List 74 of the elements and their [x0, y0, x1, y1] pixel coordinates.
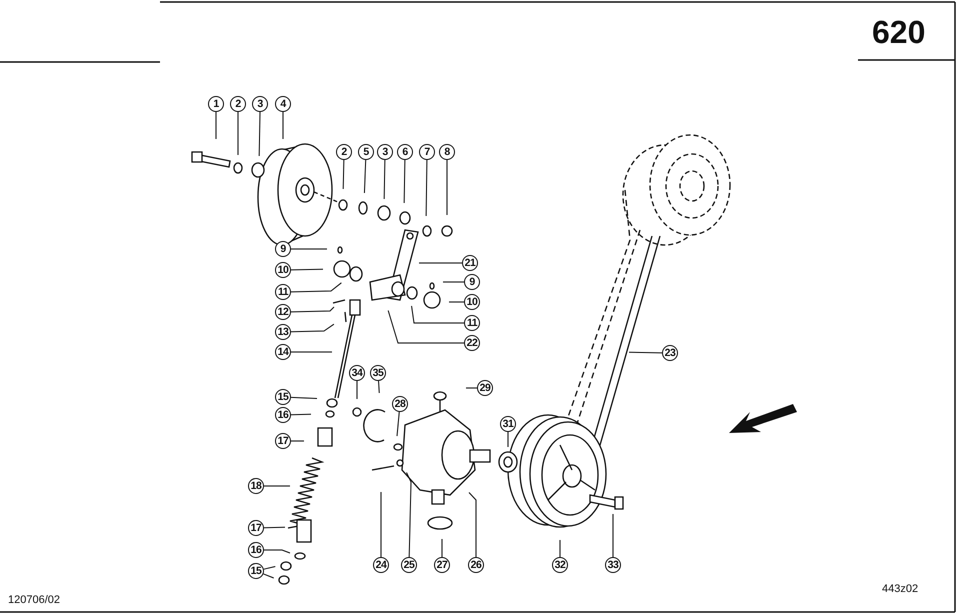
- callout-number: 14: [275, 344, 291, 360]
- leader-line: [426, 160, 428, 216]
- leader-line: [290, 248, 328, 250]
- leader-line: [384, 160, 386, 200]
- callout-number: 26: [468, 557, 484, 573]
- leader-line: [290, 268, 324, 270]
- leader-line: [264, 550, 290, 554]
- callout-number: 11: [464, 315, 480, 331]
- leader-line: [364, 160, 366, 194]
- drawing-code: 120706/02: [8, 594, 60, 606]
- leader-line: [411, 305, 464, 324]
- leader-line: [262, 573, 274, 578]
- callout-number: 15: [248, 563, 264, 579]
- callout-number: 35: [370, 365, 386, 381]
- callout-number: 2: [336, 144, 352, 160]
- leader-line: [378, 380, 380, 394]
- callout-number: 3: [252, 96, 268, 112]
- callout-number: 10: [464, 294, 480, 310]
- leader-line: [356, 380, 358, 400]
- callout-number: 22: [464, 335, 480, 351]
- callout-number: 6: [397, 144, 413, 160]
- callout-number: 23: [662, 345, 678, 361]
- callout-number: 4: [275, 96, 291, 112]
- leader-line: [263, 566, 276, 570]
- leader-line: [282, 112, 284, 140]
- leader-line: [612, 514, 614, 558]
- callout-number: 8: [439, 144, 455, 160]
- callout-number: 15: [275, 389, 291, 405]
- callout-number: 9: [275, 241, 291, 257]
- callout-number: 34: [349, 365, 365, 381]
- callout-number: 33: [605, 557, 621, 573]
- leader-line: [342, 160, 344, 190]
- callout-number: 10: [275, 262, 291, 278]
- leader-line: [380, 492, 382, 558]
- leader-line: [446, 160, 448, 216]
- callout-number: 5: [358, 144, 374, 160]
- callout-number: 25: [401, 557, 417, 573]
- callout-number: 17: [248, 520, 264, 536]
- leader-line: [264, 526, 286, 528]
- leader-line: [404, 160, 406, 204]
- drawing-code: 443z02: [882, 583, 918, 595]
- callout-number: 17: [275, 433, 291, 449]
- callout-number: 2: [230, 96, 246, 112]
- leader-line: [290, 306, 334, 312]
- leader-line: [418, 262, 462, 264]
- callout-number: 28: [392, 396, 408, 412]
- leader-line: [290, 324, 334, 332]
- leader-line: [290, 396, 318, 399]
- leader-line: [290, 282, 342, 292]
- callout-number: 3: [377, 144, 393, 160]
- leader-line: [406, 472, 412, 558]
- leader-line: [290, 440, 304, 442]
- page-number: 620: [872, 14, 926, 51]
- callout-number: 11: [275, 284, 291, 300]
- callout-number: 16: [275, 407, 291, 423]
- callout-number: 13: [275, 324, 291, 340]
- leader-line: [388, 310, 464, 344]
- callout-number: 31: [500, 416, 516, 432]
- callout-number: 7: [419, 144, 435, 160]
- callout-number: 12: [275, 304, 291, 320]
- leader-line: [628, 352, 662, 354]
- leader-line: [258, 112, 260, 156]
- callout-number: 27: [434, 557, 450, 573]
- leader-line: [396, 411, 400, 437]
- callout-number: 16: [248, 542, 264, 558]
- callout-number: 1: [208, 96, 224, 112]
- callout-number: 29: [477, 380, 493, 396]
- callout-number: 32: [552, 557, 568, 573]
- callout-number: 21: [462, 255, 478, 271]
- callout-number: 24: [373, 557, 389, 573]
- leader-line: [290, 414, 312, 416]
- callout-number: 9: [464, 274, 480, 290]
- leader-line: [468, 492, 476, 558]
- callout-number: 18: [248, 478, 264, 494]
